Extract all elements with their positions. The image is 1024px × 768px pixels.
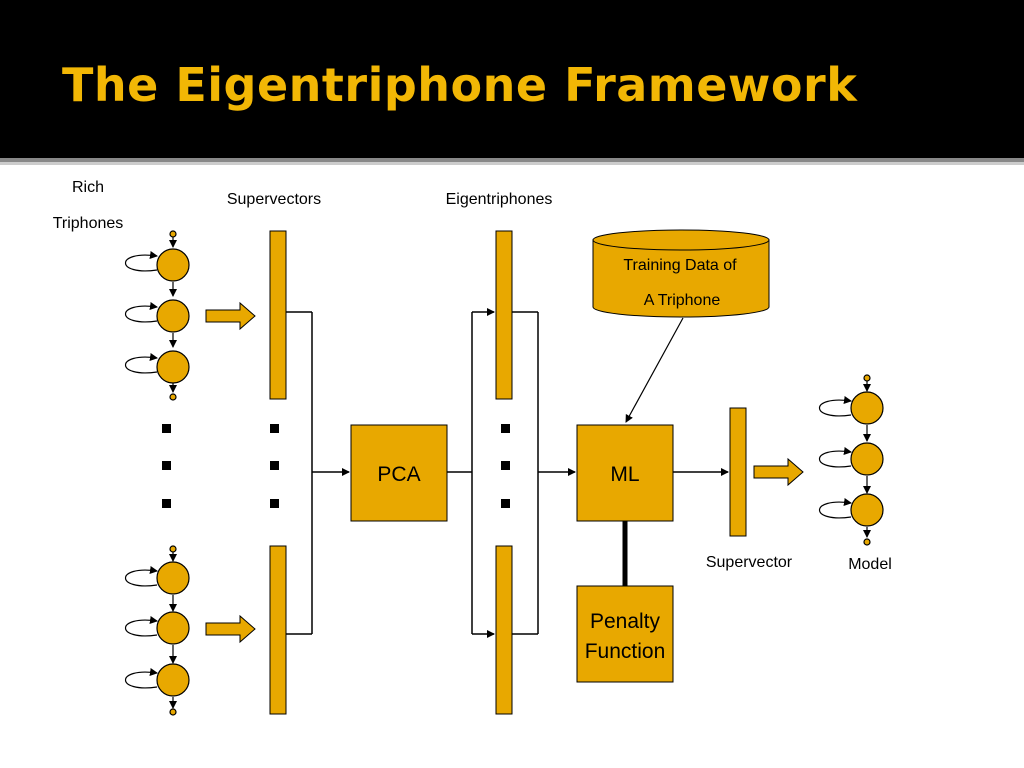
slide-title: The Eigentriphone Framework [62,58,858,112]
pca-label: PCA [377,463,420,486]
training-to-ml-arrow [625,317,684,423]
training-data-cylinder [592,229,770,318]
ellipsis-dots [162,424,510,508]
rich-label-line2: Triphones [53,215,124,232]
rich-label-line1: Rich [72,179,104,196]
eigentriphones-to-ml-connector [512,311,576,635]
model-hmm [819,374,884,546]
title-divider [0,158,1024,162]
eigentriphone-bar-top [495,230,513,400]
penalty-label-line1: Penalty [590,610,661,633]
block-arrow-model [753,457,804,487]
model-label: Model [848,556,892,573]
training-label-line1: Training Data of [623,257,737,274]
training-label-line2: A Triphone [644,292,721,309]
rich-triphone-hmm-bottom [125,545,190,716]
output-supervector-bar [729,407,747,537]
title-divider-light [0,162,1024,165]
supervector-bar-top [269,230,287,400]
penalty-label-line2: Function [585,640,666,663]
eigentriphone-bar-bottom [495,545,513,715]
ml-box [576,424,674,522]
penalty-function-box [576,585,674,683]
pca-to-eigentriphones-connector [447,308,495,638]
block-arrow-bottom [205,614,256,644]
supervector-label: Supervector [706,554,793,571]
supervector-bar-bottom [269,545,287,715]
supervectors-label: Supervectors [227,191,321,208]
supervectors-to-pca-connector [286,311,350,635]
title-bar: The Eigentriphone Framework [0,0,1024,158]
eigentriphones-label: Eigentriphones [446,191,553,208]
rich-triphone-hmm-top [125,230,190,401]
ml-label: ML [610,463,639,486]
pca-box [350,424,448,522]
block-arrow-top [205,301,256,331]
